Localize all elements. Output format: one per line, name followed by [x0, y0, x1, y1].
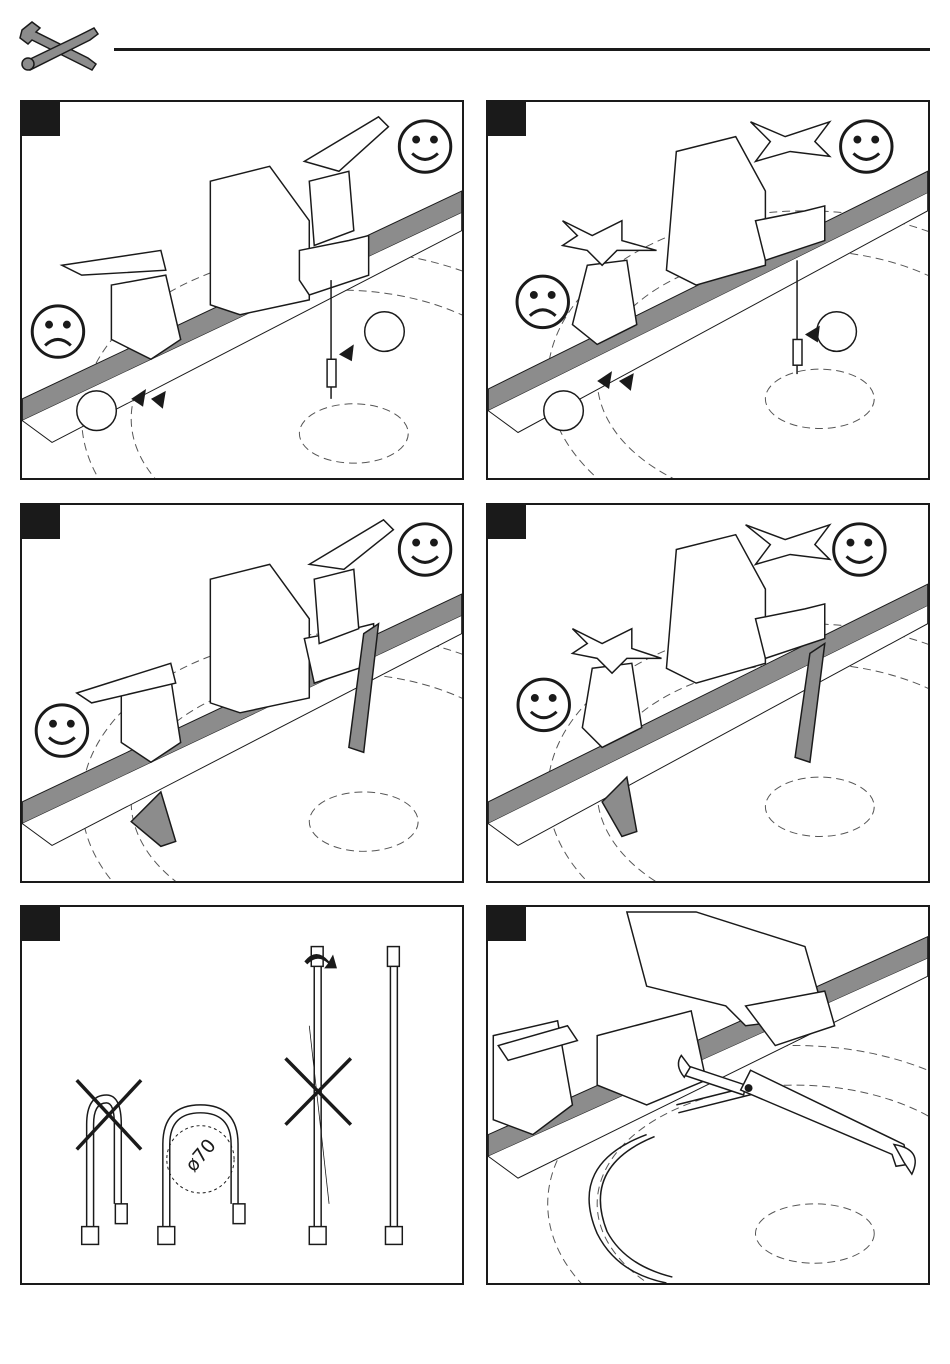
hose-routing-illustration: ø70: [22, 907, 462, 1283]
step-panel-4: [486, 503, 930, 883]
happy-face-icon: [841, 121, 892, 172]
happy-face-icon: [399, 121, 450, 172]
cross-out-icon: [77, 1080, 141, 1149]
step-panel-3: [20, 503, 464, 883]
lever-faucet-install-illustration: [22, 102, 462, 478]
sad-face-icon: [32, 306, 83, 357]
step-number-tab: [22, 907, 60, 941]
sad-face-icon: [517, 276, 568, 327]
step-number-tab: [488, 102, 526, 136]
step-number-tab: [22, 505, 60, 539]
happy-face-icon: [834, 524, 885, 575]
cross-faucet-install-illustration: [488, 102, 928, 478]
step-panel-6: [486, 905, 930, 1285]
cross-out-icon: [286, 1058, 351, 1124]
happy-face-icon: [518, 679, 569, 730]
step-number-tab: [488, 505, 526, 539]
hose-connection-wrench-illustration: [488, 907, 928, 1283]
happy-face-icon: [399, 524, 450, 575]
lever-faucet-correct-illustration: [22, 505, 462, 881]
step-number-tab: [488, 907, 526, 941]
header-rule: [114, 48, 930, 51]
step-number-tab: [22, 102, 60, 136]
wrench-screwdriver-icon: [18, 18, 100, 74]
cross-faucet-correct-illustration: [488, 505, 928, 881]
step-panel-1: [20, 100, 464, 480]
happy-face-icon: [36, 705, 87, 756]
dimension-label: ø70: [182, 1135, 221, 1176]
step-panel-2: [486, 100, 930, 480]
step-panel-5: ø70: [20, 905, 464, 1285]
